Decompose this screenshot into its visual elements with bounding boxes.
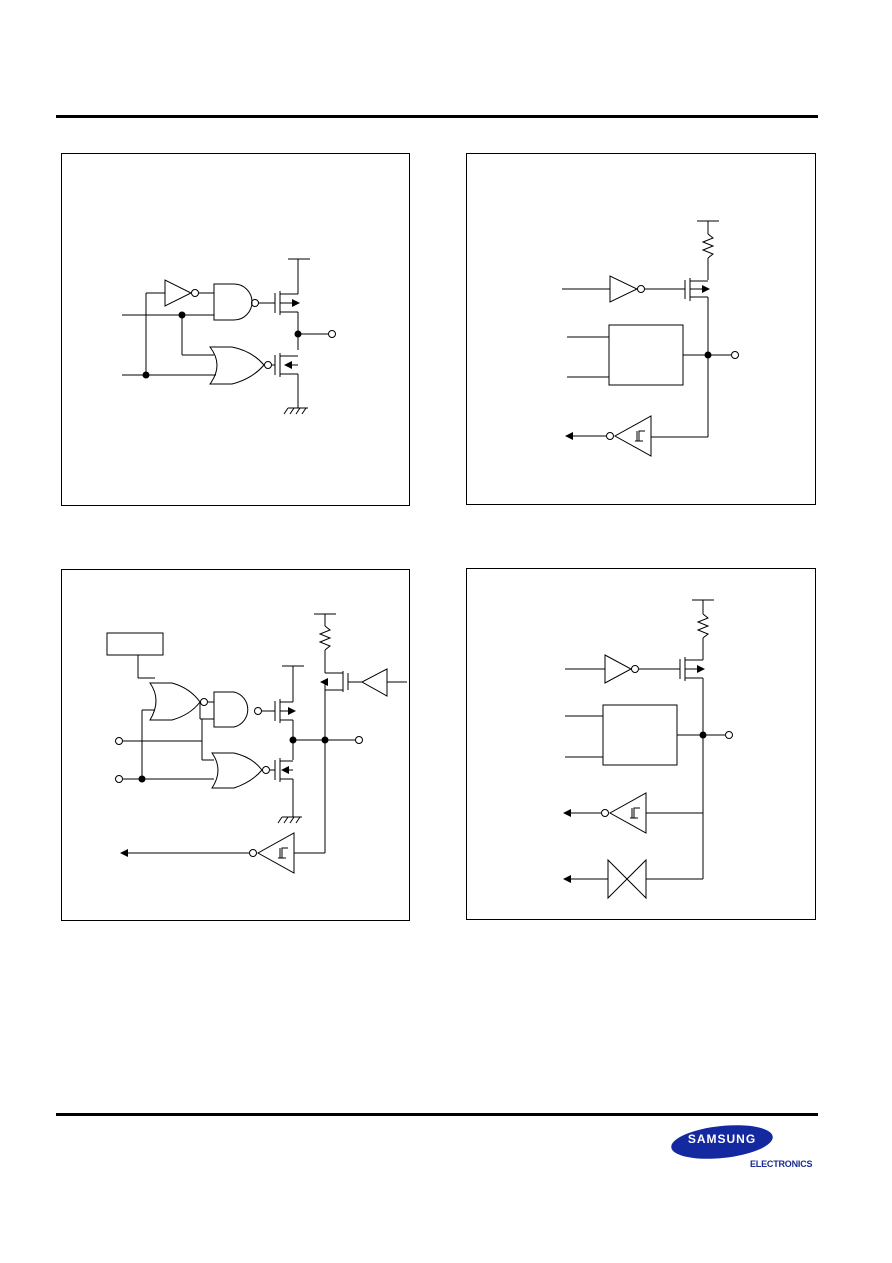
inversion-bubble — [191, 289, 199, 297]
push-pull-io-pullup-schematic — [106, 613, 407, 874]
open-drain-pullup-io-schematic — [562, 220, 739, 457]
nor-gate-symbol — [149, 682, 201, 721]
footer-rule — [56, 1113, 818, 1116]
schmitt-buffer-symbol — [613, 415, 652, 457]
samsung-logo: SAMSUNG ELECTRONICS — [668, 1122, 818, 1174]
and-gate-symbol — [213, 283, 253, 321]
io-pad — [731, 351, 739, 359]
io-pad — [355, 736, 363, 744]
output-pad — [328, 330, 336, 338]
header-rule — [56, 115, 818, 118]
pullup-resistor — [701, 233, 715, 259]
circuit-panel-bottom-left — [61, 569, 410, 921]
inverter-symbol — [604, 654, 633, 684]
push-pull-output-schematic — [122, 258, 336, 415]
schmitt-buffer-symbol — [608, 792, 647, 834]
nor-gate-symbol — [208, 346, 265, 385]
io-pad — [725, 731, 733, 739]
open-drain-pullup-analog-io-schematic — [563, 599, 733, 900]
inverter-symbol — [609, 275, 639, 303]
buffer-symbol — [360, 668, 388, 697]
logo-oval-icon — [671, 1125, 773, 1159]
pullup-resistor — [696, 613, 710, 639]
function-block — [608, 324, 684, 386]
inverter-symbol — [164, 279, 193, 307]
and-gate-symbol — [213, 691, 249, 728]
control-register — [106, 632, 164, 656]
circuit-panel-top-left — [61, 153, 410, 506]
transmission-gate-symbol — [607, 858, 647, 900]
pullup-resistor — [318, 625, 332, 651]
logo-wordmark: SAMSUNG — [687, 1132, 757, 1146]
circuit-panel-bottom-right — [466, 568, 816, 920]
logo-subtitle: ELECTRONICS — [750, 1159, 813, 1169]
nor-gate-symbol-lower — [211, 752, 263, 789]
circuit-panel-top-right — [466, 153, 816, 505]
schmitt-buffer-symbol — [256, 832, 295, 874]
function-block — [602, 704, 678, 766]
